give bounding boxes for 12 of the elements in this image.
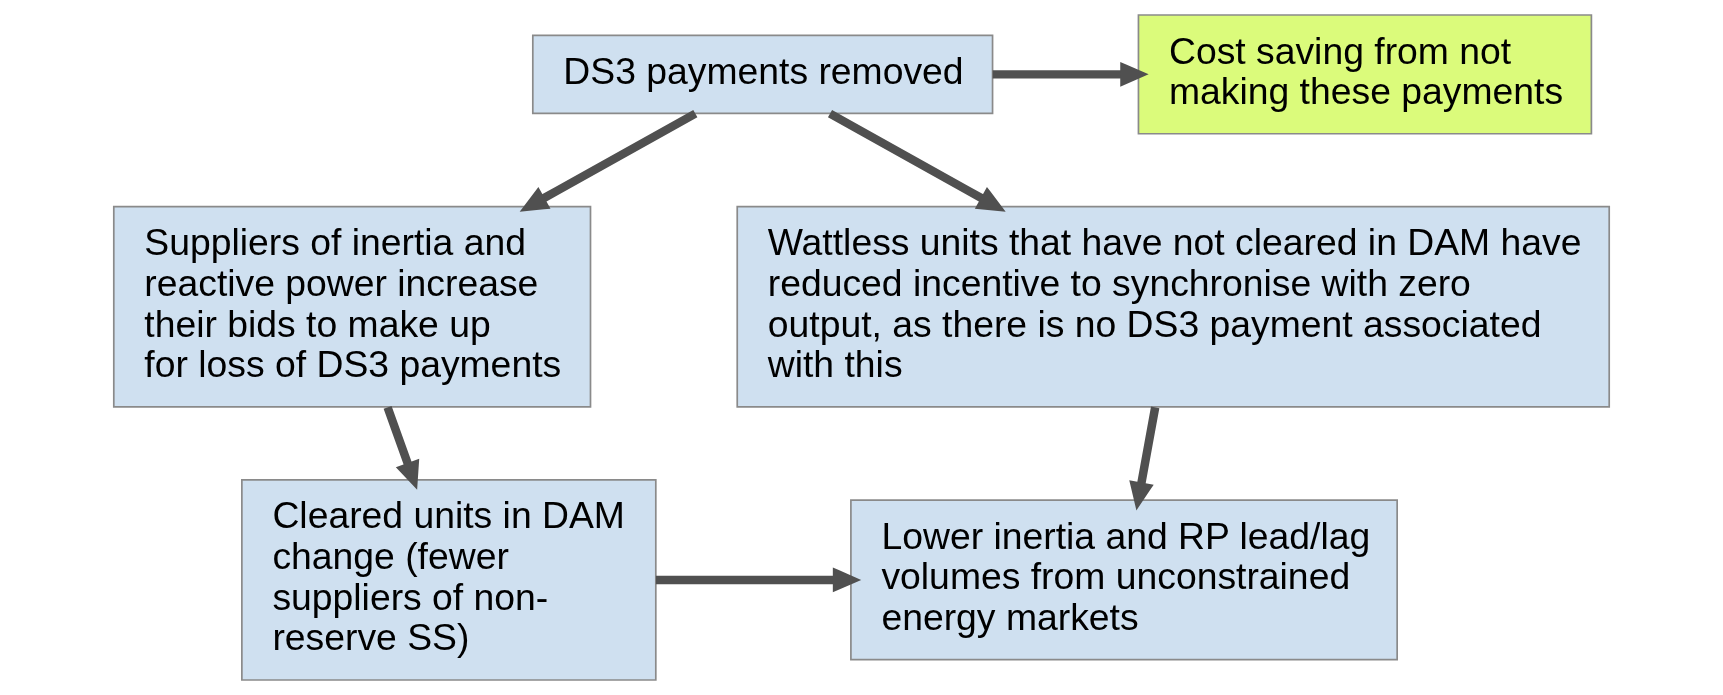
arrow <box>655 567 862 593</box>
node-box: Cost saving from not making these payments <box>1137 14 1593 135</box>
arrow <box>519 109 698 212</box>
arrow <box>992 61 1149 87</box>
arrow <box>827 109 1006 212</box>
node-box: Suppliers of inertia and reactive power increase their bids to make up for loss of DS3 payments <box>112 205 592 408</box>
node-box: Cleared units in DAM change (fewer suppliers of non-reserve SS) <box>241 478 657 681</box>
arrow <box>1129 406 1160 511</box>
node-box: Lower inertia and RP lead/lag volumes from unconstrained energy markets <box>850 499 1398 661</box>
node-box: Wattless units that have not cleared in DAM have reduced incentive to synchronise with zero output, as there is no DS3 payment associated with this <box>736 205 1611 408</box>
node-box: DS3 payments removed <box>531 34 994 115</box>
arrow <box>383 405 420 490</box>
